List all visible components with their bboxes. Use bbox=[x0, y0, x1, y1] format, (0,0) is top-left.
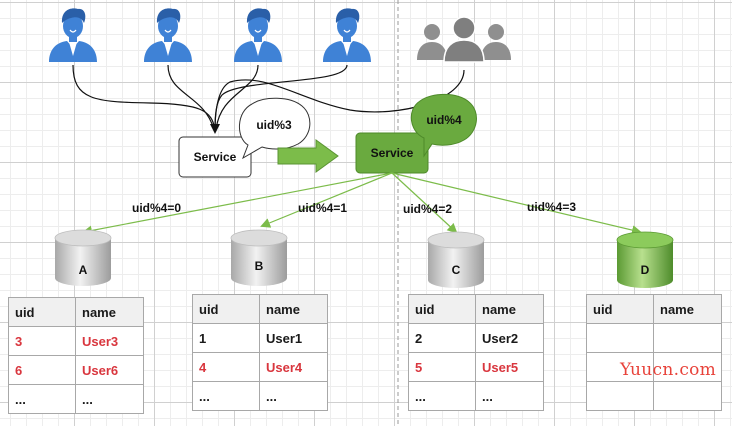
cell-uid: 1 bbox=[192, 323, 260, 353]
cell-uid: ... bbox=[408, 381, 476, 411]
cell-name: User2 bbox=[475, 323, 544, 353]
column-header: name bbox=[259, 294, 328, 324]
cell-name: User3 bbox=[75, 326, 144, 356]
user-icon bbox=[48, 7, 98, 63]
column-header: uid bbox=[8, 297, 76, 327]
cell-uid: 5 bbox=[408, 352, 476, 382]
column-header: name bbox=[475, 294, 544, 324]
shard-table-c: uid name 2 User2 5 User5 ... ... bbox=[408, 294, 544, 411]
cell-name bbox=[653, 381, 722, 411]
service-label-right: Service bbox=[371, 146, 414, 160]
table-row bbox=[586, 381, 722, 411]
table-row: 4 User4 bbox=[192, 352, 328, 382]
table-row: 3 User3 bbox=[8, 326, 144, 356]
column-header: uid bbox=[408, 294, 476, 324]
cell-name bbox=[653, 323, 722, 353]
bubble-text-left: uid%3 bbox=[256, 118, 292, 132]
table-row: ... ... bbox=[192, 381, 328, 411]
bubble-text-right: uid%4 bbox=[426, 113, 462, 127]
cell-uid: ... bbox=[192, 381, 260, 411]
cell-name: User1 bbox=[259, 323, 328, 353]
cell-uid: 2 bbox=[408, 323, 476, 353]
service-box-left bbox=[178, 136, 252, 178]
column-header: uid bbox=[192, 294, 260, 324]
table-row: ... ... bbox=[8, 384, 144, 414]
cell-uid: 6 bbox=[8, 355, 76, 385]
route-label: uid%4=1 bbox=[298, 201, 347, 215]
table-row: ... ... bbox=[408, 381, 544, 411]
shard-table-b: uid name 1 User1 4 User4 ... ... bbox=[192, 294, 328, 411]
transition-arrow bbox=[277, 139, 339, 173]
column-header: uid bbox=[586, 294, 654, 324]
column-header: name bbox=[75, 297, 144, 327]
cell-uid: 4 bbox=[192, 352, 260, 382]
cell-name: ... bbox=[75, 384, 144, 414]
column-header: name bbox=[653, 294, 722, 324]
user-request-lines bbox=[72, 64, 465, 134]
cell-uid: ... bbox=[8, 384, 76, 414]
user-icon bbox=[143, 7, 193, 63]
route-label: uid%4=2 bbox=[403, 202, 452, 216]
database-icon-c: C bbox=[427, 231, 485, 288]
table-row: 6 User6 bbox=[8, 355, 144, 385]
database-label: A bbox=[79, 263, 88, 277]
shard-table-d: uid name bbox=[586, 294, 722, 411]
cell-uid bbox=[586, 381, 654, 411]
cell-name: ... bbox=[259, 381, 328, 411]
database-label: B bbox=[255, 259, 264, 273]
routing-lines bbox=[82, 172, 642, 236]
cell-uid: 3 bbox=[8, 326, 76, 356]
route-label: uid%4=0 bbox=[132, 201, 181, 215]
cell-name: User5 bbox=[475, 352, 544, 382]
cell-name: ... bbox=[475, 381, 544, 411]
table-row: 5 User5 bbox=[408, 352, 544, 382]
user-icon bbox=[322, 7, 372, 63]
user-icon bbox=[233, 7, 283, 63]
table-row: 2 User2 bbox=[408, 323, 544, 353]
database-icon-d: D bbox=[616, 231, 674, 288]
speech-bubble-right bbox=[410, 93, 477, 158]
database-label: D bbox=[641, 263, 650, 277]
database-icon-b: B bbox=[230, 229, 288, 286]
database-icon-a: A bbox=[54, 229, 112, 286]
service-label-left: Service bbox=[194, 150, 237, 164]
shard-table-a: uid name 3 User3 6 User6 ... ... bbox=[8, 297, 144, 414]
watermark: Yuucn.com bbox=[620, 360, 717, 380]
cell-name: User4 bbox=[259, 352, 328, 382]
database-label: C bbox=[452, 263, 461, 277]
cell-uid bbox=[586, 323, 654, 353]
route-label: uid%4=3 bbox=[527, 200, 576, 214]
cell-name: User6 bbox=[75, 355, 144, 385]
user-group-icon bbox=[417, 16, 511, 63]
table-row: 1 User1 bbox=[192, 323, 328, 353]
table-row bbox=[586, 323, 722, 353]
